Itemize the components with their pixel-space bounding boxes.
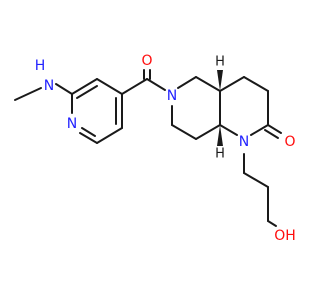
bond-c8a-cb	[195, 124, 221, 140]
bond-nlactam-c8a	[219, 124, 238, 136]
bond-cco-o-2	[264, 129, 279, 139]
atom-label-amide-n: N	[167, 88, 177, 104]
bond-c6-npyr-inner	[81, 127, 96, 137]
bond-layer	[14, 69, 282, 227]
bond-cd-ce	[243, 76, 269, 92]
bond-c2-c3	[71, 78, 98, 95]
atom-label-layer: H N N O N H H N O OH	[35, 53, 296, 244]
bond-cb-cc	[171, 124, 197, 140]
bond-namide-ca	[177, 76, 197, 89]
bond-c3-c4	[96, 78, 123, 95]
atom-label-stereo-h-bottom: H	[215, 147, 225, 162]
bond-ca-c4a	[195, 76, 221, 92]
atom-label-hydroxyl: OH	[274, 228, 296, 244]
atom-label-lactam-n: N	[239, 134, 249, 150]
bond-c4-carbonyl	[121, 78, 148, 95]
bond-chain1-chain2	[243, 172, 269, 188]
bond-methyl-nh	[14, 87, 42, 101]
bond-chain3-oh	[267, 220, 277, 227]
atom-label-nh-n: N	[44, 78, 54, 94]
bond-nh-c2	[55, 83, 73, 95]
atom-label-lactam-o: O	[284, 134, 295, 150]
bond-c2-c3-inner	[76, 85, 98, 99]
bond-c6-npyr	[79, 132, 98, 144]
stereo-wedge-top	[217, 70, 223, 91]
bond-cco-nlactam	[250, 124, 269, 136]
bond-cco-o-1	[267, 124, 282, 134]
bond-carbonyl-namide	[146, 78, 166, 91]
bond-c4a-cd	[219, 76, 245, 92]
atom-label-nh-h: H	[35, 58, 46, 74]
stereo-wedge-bottom	[217, 125, 223, 146]
bond-c5-c6	[96, 127, 123, 144]
atom-label-pyridine-n: N	[67, 116, 77, 132]
atom-label-carbonyl-o: O	[141, 53, 152, 69]
atom-label-stereo-h-top: H	[215, 55, 225, 70]
chemical-structure-diagram: H N N O N H H N O OH	[14, 53, 296, 244]
